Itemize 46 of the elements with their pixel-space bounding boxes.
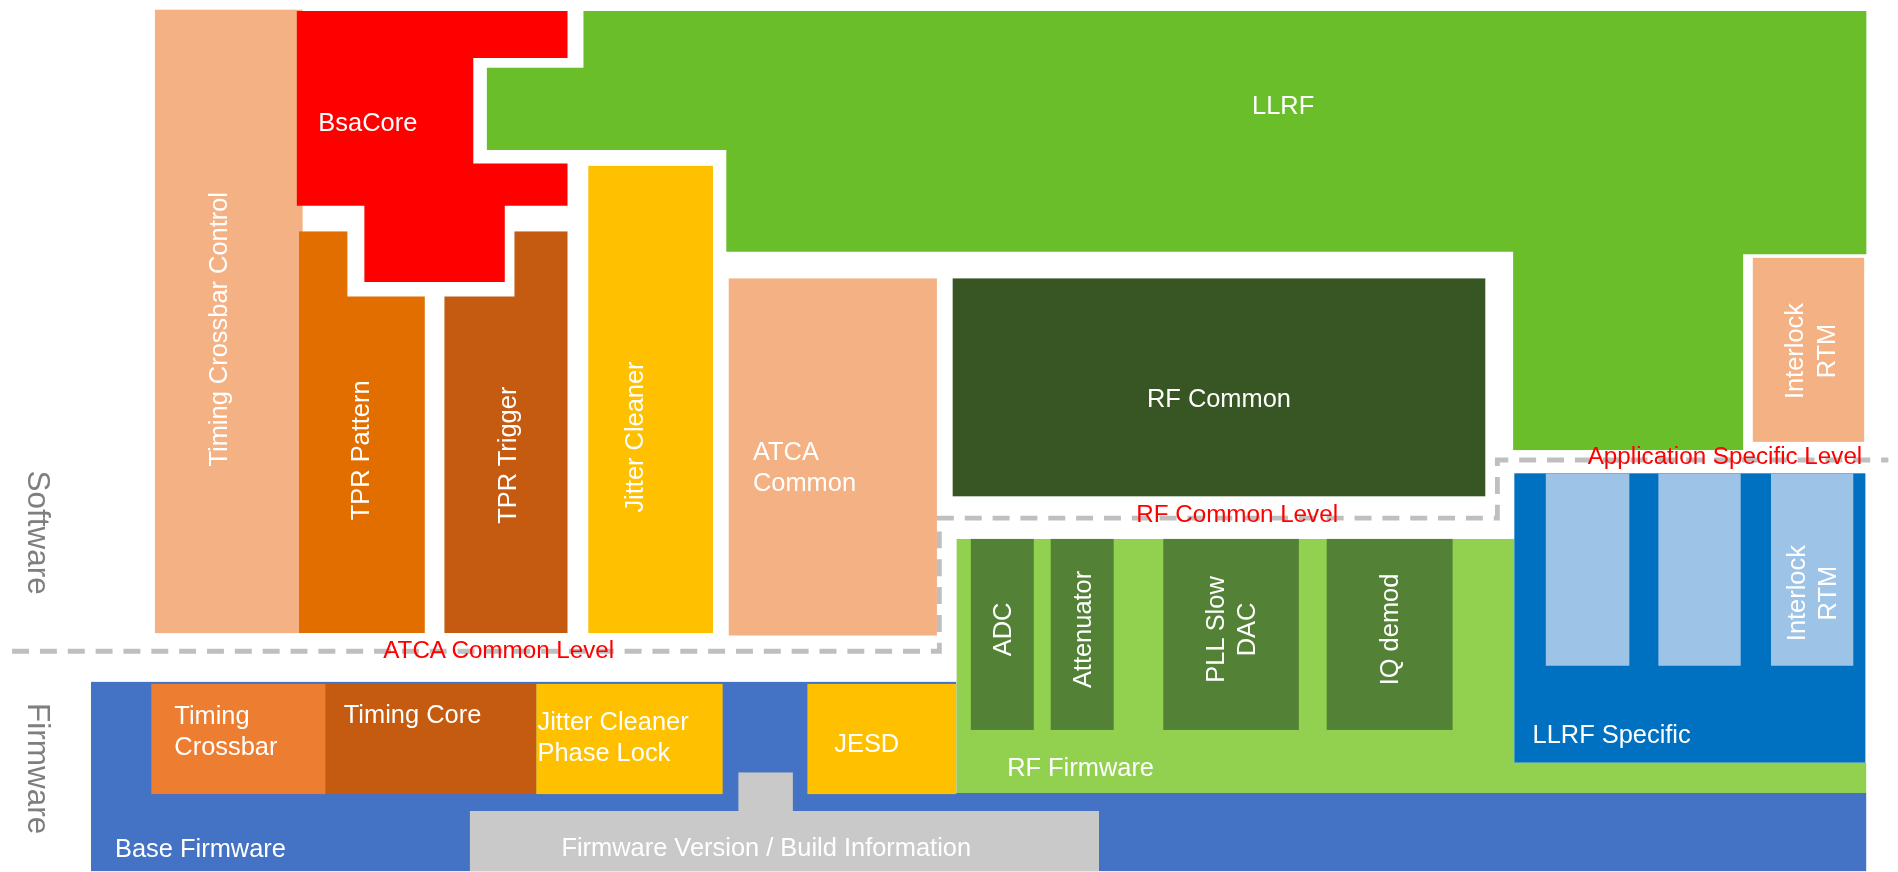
block-label: RF Common (1145, 382, 1292, 414)
block-label: Base Firmware (115, 833, 287, 864)
firmware-block (151, 683, 326, 795)
level-label: ATCA Common Level (383, 636, 615, 664)
firmware-block (970, 538, 1034, 730)
firmware-block (325, 683, 537, 795)
block-label: Interlock RTM (1780, 544, 1843, 644)
block-label: LLRF (1251, 89, 1316, 121)
firmware-block (1050, 538, 1114, 730)
block-label: ATCA Common (752, 436, 858, 499)
application-block (1545, 473, 1630, 666)
software-block (296, 10, 568, 283)
block-label: Attenuator (1066, 569, 1097, 691)
application-block (1770, 473, 1854, 666)
block-label: IQ demod (1374, 572, 1404, 688)
block-label: LLRF Specific (1532, 719, 1692, 751)
firmware-block (536, 683, 723, 795)
block-label: ADC (986, 601, 1017, 659)
firmware-block (1326, 538, 1453, 730)
software-block (952, 278, 1486, 497)
block-label: Interlock RTM (1779, 302, 1841, 402)
software-block (154, 9, 303, 634)
block-label: JESD (833, 727, 901, 759)
layer-label: Software (20, 470, 58, 595)
software-block (588, 165, 713, 634)
block-label: BsaCore (318, 106, 419, 138)
block-label: Timing Crossbar Control (203, 191, 234, 469)
software-block (1752, 257, 1865, 442)
application-block (1514, 473, 1866, 763)
block-label: Jitter Cleaner (618, 360, 649, 515)
layer-label: Firmware (20, 703, 58, 835)
software-block (299, 231, 425, 634)
application-block (1658, 473, 1741, 666)
block-label: Timing Crossbar (174, 699, 279, 763)
level-label: RF Common Level (1136, 500, 1339, 529)
level-label: Application Specific Level (1587, 442, 1863, 471)
firmware-block (1163, 538, 1299, 730)
block-label: RF Firmware (1007, 751, 1155, 783)
software-block (444, 231, 568, 634)
block-label: TPR Pattern (345, 379, 375, 523)
block-label: PLL Slow DAC (1199, 575, 1262, 685)
firmware-block (807, 683, 957, 795)
block-label: Timing Core (343, 698, 483, 730)
block-label: TPR Trigger (491, 385, 522, 526)
software-block (728, 278, 937, 636)
block-label: Jitter Cleaner Phase Lock (537, 705, 690, 769)
